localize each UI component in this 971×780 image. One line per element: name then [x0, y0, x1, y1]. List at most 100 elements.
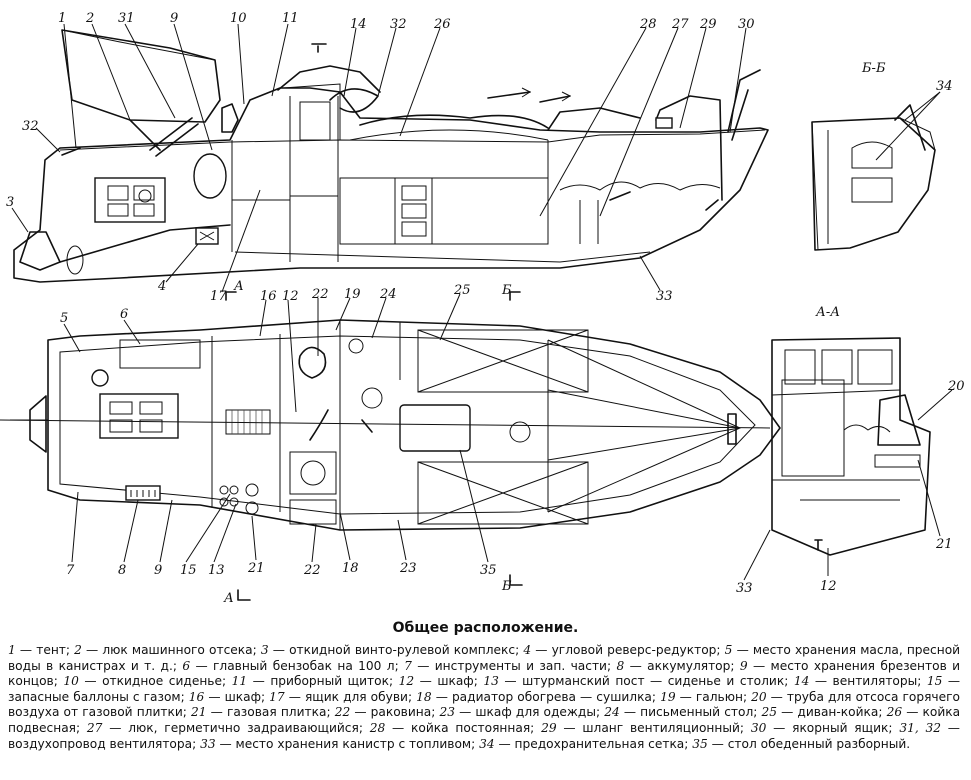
callout-numbers: 1 2 31 9 10 11 14 32 26 28 27 29 30 34 3…	[6, 11, 965, 596]
legend-entry-number: 9	[739, 658, 748, 673]
legend-entry-text: штурманский пост — сиденье и столик	[522, 674, 785, 689]
section-label-aa: А-А	[815, 305, 840, 320]
cut-label-a-bottom: А	[223, 591, 234, 606]
legend-entry-number: 27	[86, 720, 103, 735]
legend-entry: 4 — угловой реверс-редуктор;	[523, 643, 725, 657]
legend-entry-text: шкаф	[224, 689, 261, 704]
legend-entry-text: койка подвесная	[8, 705, 961, 735]
legend-entry: 7 — инструменты и зап. части;	[404, 658, 617, 673]
legend-entry: 30 — якорный ящик;	[750, 720, 900, 735]
legend-entry-number: 30	[750, 720, 767, 735]
callout-21-aa: 21	[935, 537, 953, 552]
general-arrangement-drawing: Б-Б А-А А Б А Б 1 2 31 9 10 11 14 32 26 …	[0, 11, 965, 606]
legend-entry-text: шланг вентиляционный	[582, 720, 740, 735]
plan-view	[0, 319, 781, 531]
callout-26: 26	[433, 17, 451, 32]
legend-entry-text: диван-койка	[797, 705, 879, 720]
legend-entry-text: стол обеденный разборный	[727, 736, 907, 751]
callout-20: 20	[947, 379, 965, 394]
section-bb-view	[811, 104, 936, 251]
callout-14: 14	[350, 17, 367, 32]
callout-2: 2	[85, 11, 94, 26]
callout-5: 5	[60, 311, 68, 326]
legend-entry-text: газовая плитка	[226, 705, 327, 720]
legend-entry: 8 — аккумулятор;	[616, 658, 740, 673]
legend-entry-number: 28	[369, 720, 386, 735]
legend-entry: 21 — газовая плитка;	[191, 705, 335, 720]
legend-entry-number: 23	[439, 705, 455, 720]
cut-label-b-top: Б	[501, 283, 512, 298]
callout-6: 6	[120, 307, 128, 322]
figure-title: Общее расположение.	[392, 620, 579, 636]
callout-34: 34	[936, 79, 953, 94]
legend-entry-text: ящик для обуви	[304, 689, 408, 704]
legend-entry-text: гальюн	[695, 689, 743, 704]
callout-7: 7	[66, 563, 75, 578]
legend-entry-number: 5	[724, 643, 733, 657]
legend-entry-text: шкаф	[437, 674, 474, 689]
legend-entry: 15 — запасные баллоны с газом;	[8, 674, 961, 704]
legend-entry-number: 12	[398, 674, 415, 689]
legend-entry-number: 19	[660, 689, 676, 704]
legend-entry-text: радиатор обогрева — сушилка	[451, 689, 652, 704]
side-elevation-view	[13, 29, 769, 283]
legend-entry-number: 35	[692, 736, 708, 751]
legend-entry: 11 — приборный щиток;	[231, 674, 399, 689]
legend-entry-text: предохранительная сетка	[514, 736, 685, 751]
legend-entry-number: 7	[404, 658, 412, 673]
callout-10: 10	[230, 11, 247, 26]
legend-entry-text: койка постоянная	[411, 720, 531, 735]
callout-21-plan: 21	[247, 561, 265, 576]
legend-entry-number: 14	[793, 674, 810, 689]
legend-entry-number: 24	[604, 705, 620, 720]
legend-entry-text: люк, герметично задраивающийся	[128, 720, 359, 735]
legend-entry-number: 18	[416, 689, 432, 704]
legend-entry: 3 — откидной винто-рулевой комплекс;	[260, 643, 524, 657]
legend-entry: 27 — люк, герметично задраивающийся;	[86, 720, 370, 735]
legend-entry: 28 — койка постоянная;	[369, 720, 542, 735]
legend-entry-number: 20	[751, 689, 767, 704]
callout-25: 25	[453, 283, 471, 298]
legend-entry-text: раковина	[370, 705, 432, 720]
legend-entry-text: вентиляторы	[832, 674, 918, 689]
legend-entry-text: запасные баллоны с газом	[8, 689, 181, 704]
callout-9-top: 9	[170, 11, 178, 26]
callout-32-left: 32	[22, 119, 39, 134]
legend-entry-text: угловой реверс-редуктор	[551, 643, 717, 657]
callout-15: 15	[180, 563, 197, 578]
callout-4: 4	[157, 279, 166, 294]
callout-30: 30	[738, 17, 755, 32]
legend-entry: 13 — штурманский пост — сиденье и столик…	[483, 674, 794, 689]
callout-29: 29	[699, 17, 717, 32]
legend-entry: 33 — место хранения канистр с топливом;	[200, 736, 480, 751]
legend-entry-text: откидное сиденье	[102, 674, 222, 689]
cut-label-a-top: А	[233, 279, 244, 294]
callout-22-bottom: 22	[303, 563, 321, 578]
legend-entry-number: 1	[8, 643, 16, 657]
legend-entry-text: люк машинного отсека	[102, 643, 253, 657]
legend-entry-text: место хранения брезентов и концов	[8, 658, 961, 689]
legend-entry-number: 33	[200, 736, 216, 751]
legend-entry-number: 17	[269, 689, 285, 704]
legend-entry: 23 — шкаф для одежды;	[439, 705, 605, 720]
callout-32-top: 32	[390, 17, 407, 32]
legend-entry-text: шкаф для одежды	[475, 705, 596, 720]
legend-entry: 34 — предохранительная сетка;	[479, 736, 693, 751]
section-cut-markers	[225, 291, 523, 601]
callout-18: 18	[342, 561, 359, 576]
callout-33-side: 33	[656, 289, 673, 304]
cut-label-b-bottom: Б	[501, 579, 512, 594]
legend-entry-number: 25	[761, 705, 777, 720]
legend-entry-text: инструменты и зап. части	[434, 658, 607, 673]
legend-entry-number: 2	[74, 643, 82, 657]
legend-entry-number: 15	[926, 674, 943, 689]
legend-entry-text: тент	[36, 643, 66, 657]
legend-entry: 19 — гальюн;	[660, 689, 752, 704]
callout-23: 23	[399, 561, 417, 576]
legend-entry-number: 13	[483, 674, 499, 689]
legend-entry-number: 8	[616, 658, 625, 673]
legend-entry: 10 — откидное сиденье;	[63, 674, 232, 689]
legend-entry: 6 — главный бензобак на 100 л;	[182, 658, 405, 673]
callout-31: 31	[118, 11, 135, 26]
legend-entry: 22 — раковина;	[334, 705, 440, 720]
